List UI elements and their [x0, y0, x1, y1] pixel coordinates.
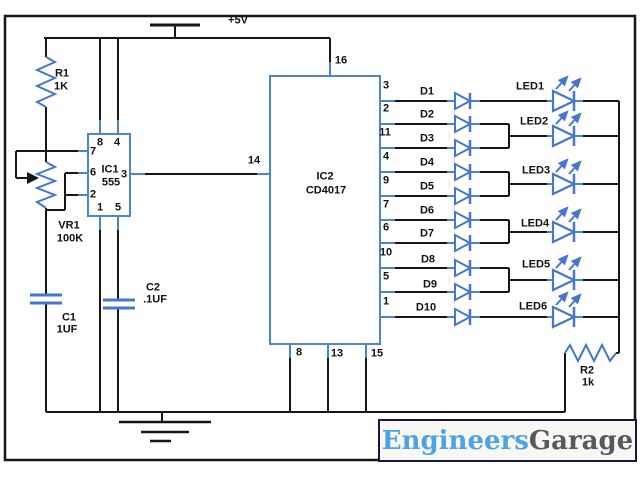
c2-name: C2 — [145, 281, 161, 294]
ic1-pin-8: 8 — [96, 136, 104, 149]
r2-value: 1k — [581, 376, 595, 389]
d5-label: D5 — [419, 180, 435, 193]
led2-label: LED2 — [519, 115, 549, 128]
led1-label: LED1 — [515, 80, 545, 93]
ic1-pin-5: 5 — [114, 201, 122, 214]
ic2-pin-out-7: 7 — [382, 198, 390, 211]
ic1-pin-2: 2 — [89, 188, 97, 201]
ic2-pin-14: 14 — [247, 154, 261, 167]
ic2-pin-out-1: 1 — [382, 295, 390, 308]
ground-icon — [119, 420, 211, 443]
d6-label: D6 — [419, 204, 435, 217]
ic2-pin-out-4: 4 — [382, 150, 390, 163]
potentiometer-vr1-icon — [34, 161, 58, 209]
ic1-pin-6: 6 — [89, 166, 97, 179]
vr1-value: 100K — [56, 232, 84, 245]
led-emission-arrows — [555, 75, 582, 308]
d8-label: D8 — [420, 253, 436, 266]
r1-value: 1K — [53, 80, 69, 93]
capacitor-c2-icon — [103, 298, 135, 310]
ic2-pin-out-2: 2 — [382, 102, 390, 115]
c1-value: 1UF — [56, 323, 78, 336]
r2-name: R2 — [579, 364, 595, 377]
ic1-pin-7: 7 — [89, 145, 97, 158]
wiper-arrow-icon — [27, 172, 39, 184]
vr1-name: VR1 — [58, 219, 80, 232]
logo-text-garage: Garage — [528, 425, 634, 456]
schematic-border — [3, 14, 637, 462]
capacitor-c1-icon — [30, 293, 62, 305]
ic1-pin-3: 3 — [120, 168, 128, 181]
d2-label: D2 — [419, 108, 435, 121]
resistor-r2-icon — [564, 342, 617, 364]
r1-name: R1 — [54, 67, 70, 80]
led3-label: LED3 — [521, 164, 551, 177]
d10-label: D10 — [415, 301, 437, 314]
ic2-part: CD4017 — [305, 184, 347, 197]
ic1-555-box — [87, 133, 131, 217]
wires — [15, 25, 620, 422]
led5-label: LED5 — [521, 258, 551, 271]
ic2-pin-out-5: 5 — [382, 270, 390, 283]
ic1-pin-1: 1 — [96, 201, 104, 214]
logo-text-engineers: Engineers — [381, 425, 529, 456]
ic2-pin-out-11: 11 — [379, 126, 391, 139]
ic1-part: 555 — [101, 176, 121, 189]
ic2-pin-out-9: 9 — [382, 174, 390, 187]
led-icons — [551, 89, 577, 329]
ic2-pin-out-3: 3 — [382, 79, 390, 92]
d9-label: D9 — [422, 278, 438, 291]
ic1-name: IC1 — [101, 163, 119, 176]
ic1-pin-4: 4 — [113, 136, 121, 149]
ic2-pin-13: 13 — [330, 347, 344, 360]
ic2-pin-out-10: 10 — [379, 246, 393, 259]
led6-label: LED6 — [518, 300, 548, 313]
diode-icons — [454, 91, 473, 327]
ic2-pin-8: 8 — [295, 346, 303, 359]
ic2-name: IC2 — [316, 170, 334, 183]
led4-label: LED4 — [520, 217, 550, 230]
ic2-pin-15: 15 — [370, 347, 384, 360]
c1-name: C1 — [61, 311, 77, 324]
power-label: +5V — [228, 14, 248, 27]
d3-label: D3 — [419, 132, 435, 145]
d7-label: D7 — [419, 227, 435, 240]
c2-value: .1UF — [143, 293, 167, 306]
d1-label: D1 — [419, 85, 435, 98]
resistor-r1-icon — [34, 56, 58, 108]
ic2-cd4017-box — [269, 75, 381, 345]
ic2-pin-out-6: 6 — [382, 221, 390, 234]
d4-label: D4 — [419, 156, 435, 169]
ic2-pin-16: 16 — [334, 54, 348, 67]
pin-stubs — [78, 62, 583, 358]
